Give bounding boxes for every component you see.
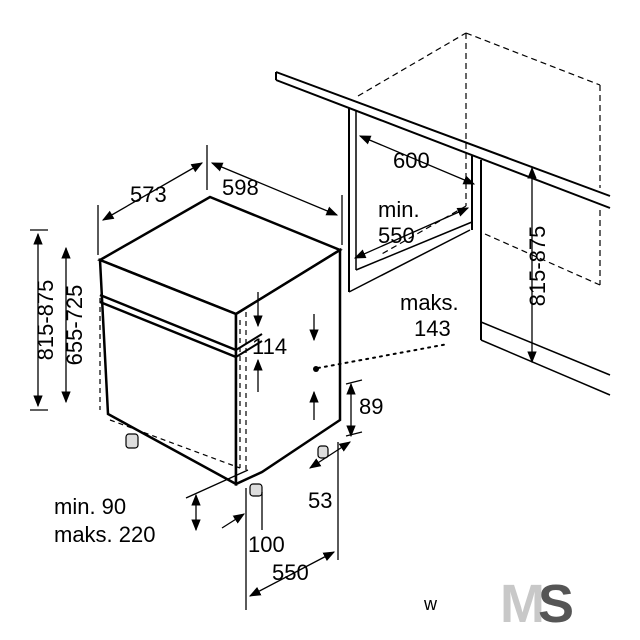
door-offset-leader [317, 343, 449, 369]
door-offset-label: maks. [400, 290, 459, 315]
plinth-min-label: min. 90 [54, 494, 126, 519]
niche-width-label: 600 [393, 148, 430, 173]
width-label: 598 [222, 175, 259, 200]
watermark-letter: w [423, 594, 438, 614]
door-offset-value: 143 [414, 316, 451, 341]
svg-text:M: M [500, 574, 542, 634]
body-height-label: 655-725 [62, 285, 87, 366]
foot-depth-label: 100 [248, 532, 285, 557]
base-depth-label: 550 [272, 560, 309, 585]
overall-height-label: 815-875 [33, 280, 58, 361]
foot-inset-label: 53 [308, 488, 332, 513]
depth-label: 573 [130, 182, 167, 207]
niche-depth-value: 550 [378, 223, 415, 248]
svg-text:S: S [538, 574, 574, 634]
door-offset-dot [313, 366, 319, 372]
niche-height-label: 815-875 [525, 226, 550, 307]
plinth-max-label: maks. 220 [54, 522, 156, 547]
ms-logo: M S [500, 574, 574, 634]
foot-height-label: 89 [359, 394, 383, 419]
dishwasher-body [97, 195, 343, 487]
dishwasher-hidden-edges [99, 298, 247, 470]
niche-outline [275, 71, 611, 396]
niche-depth-min-label: min. [378, 197, 420, 222]
top-gap-label: 114 [252, 334, 287, 359]
dimension-lines [30, 135, 537, 610]
